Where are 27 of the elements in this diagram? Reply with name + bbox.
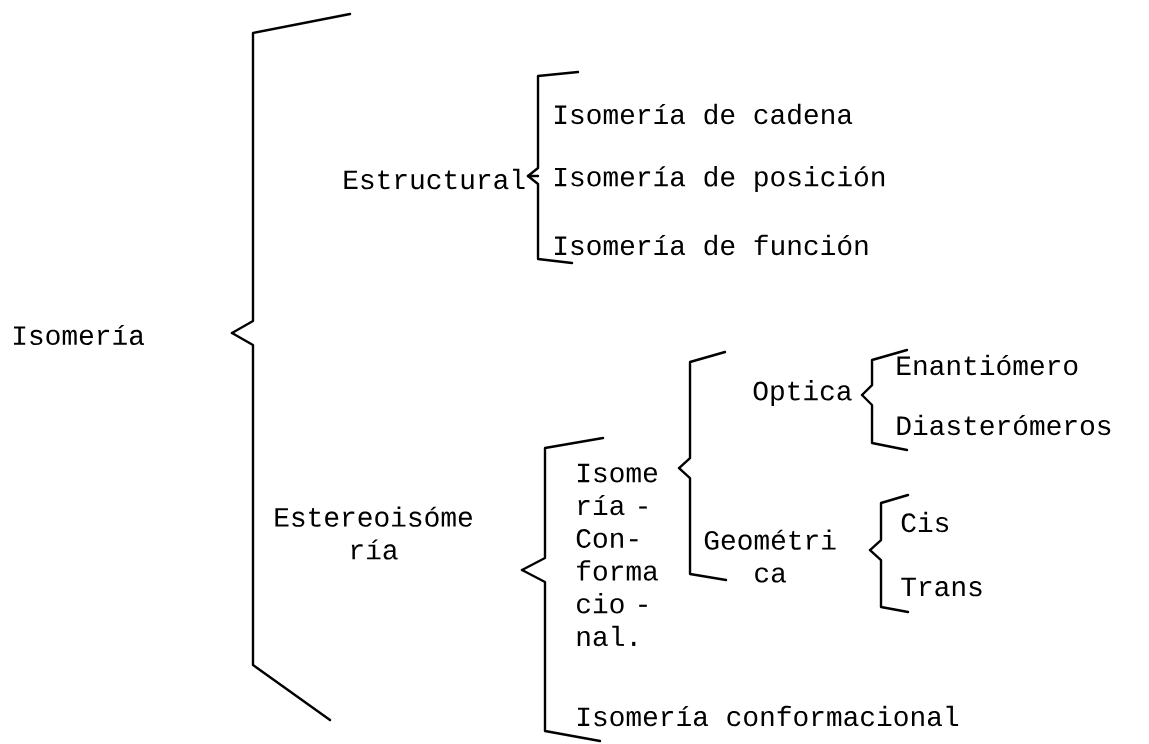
term-label: Estereoisóme ría bbox=[275, 506, 472, 560]
brace bbox=[526, 174, 540, 178]
brace bbox=[868, 493, 910, 552]
term-label: Isomería bbox=[14, 324, 144, 346]
brace bbox=[677, 466, 728, 582]
term-label: Isomería de cadena bbox=[555, 103, 853, 125]
term-label: Isomería conformacional bbox=[578, 705, 959, 727]
term-label: Isome ría - Con- forma cio - nal. bbox=[576, 463, 658, 647]
term-label: Cis bbox=[901, 511, 949, 533]
brace bbox=[520, 568, 602, 743]
brace bbox=[860, 393, 909, 452]
brace bbox=[860, 348, 909, 397]
brace bbox=[677, 350, 727, 470]
term-label: Diasterómeros bbox=[897, 414, 1111, 436]
term-label: Isomería de función bbox=[555, 234, 868, 256]
brace bbox=[230, 331, 332, 722]
term-label: Estructural bbox=[344, 168, 525, 190]
term-label: Isomería de posición bbox=[555, 166, 885, 192]
brace bbox=[526, 174, 574, 265]
term-label: Optica bbox=[753, 380, 852, 406]
term-label: Trans bbox=[901, 577, 982, 597]
brace bbox=[526, 70, 580, 178]
brace bbox=[868, 548, 910, 614]
term-label: Enantiómero bbox=[897, 354, 1078, 376]
brace bbox=[520, 436, 605, 572]
term-label: Geométri ca bbox=[704, 529, 836, 583]
brace bbox=[230, 12, 352, 335]
